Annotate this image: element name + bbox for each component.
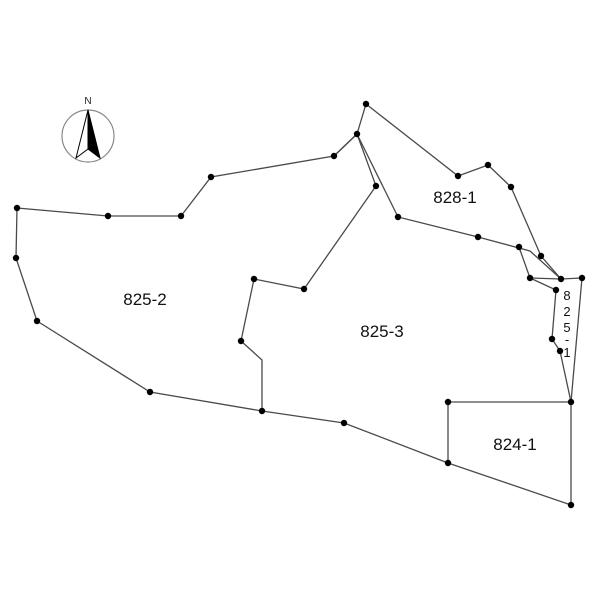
boundary-vertex [146, 388, 154, 396]
parcel-label-825-2: 825-2 [123, 290, 166, 309]
boundary-vertex [353, 130, 361, 138]
boundary-line [16, 102, 583, 280]
boundary-vertex [13, 204, 21, 212]
parcel-label-825-1: 8 2 5 - 1 [563, 288, 570, 360]
boundary-vertex [552, 286, 560, 294]
north-arrow-right-half [87, 109, 101, 160]
parcel-labels: 828-1 825-2 825-3 824-1 8 2 5 - 1 [123, 188, 570, 454]
boundary-vertex [258, 407, 266, 415]
boundary-vertex [444, 459, 452, 467]
boundary-vertex [444, 398, 452, 406]
boundary-vertex [237, 337, 245, 345]
boundary-vertices [12, 100, 586, 509]
parcel-label-828-1: 828-1 [433, 188, 476, 207]
boundary-vertex [454, 172, 462, 180]
boundary-line [518, 246, 572, 403]
boundary-vertex [207, 173, 215, 181]
boundary-vertex [12, 254, 20, 262]
boundary-vertex [507, 183, 515, 191]
boundary-vertex [372, 182, 380, 190]
boundary-vertex [484, 161, 492, 169]
north-label: N [84, 96, 91, 107]
parcel-label-825-1-char: - [565, 332, 569, 347]
parcel-label-825-1-char: 8 [563, 288, 570, 303]
boundary-vertex [567, 398, 575, 406]
boundary-line [15, 207, 572, 506]
north-arrow-left-half [75, 109, 89, 160]
parcel-label-825-1-char: 5 [563, 320, 570, 335]
boundary-vertex [567, 501, 575, 509]
boundary-vertex [177, 212, 185, 220]
boundary-vertex [104, 212, 112, 220]
parcel-label-824-1: 824-1 [493, 435, 536, 454]
boundary-line [240, 132, 377, 411]
parcel-label-825-1-char: 1 [563, 345, 570, 360]
boundary-line [570, 277, 583, 403]
boundary-vertex [515, 243, 523, 251]
boundary-vertex [362, 100, 370, 108]
north-arrow: N [61, 96, 115, 163]
boundary-vertex [330, 152, 338, 160]
boundary-vertex [250, 275, 258, 283]
boundary-vertex [394, 213, 402, 221]
boundary-vertex [33, 317, 41, 325]
boundary-vertex [300, 285, 308, 293]
parcel-label-825-1-char: 2 [563, 304, 570, 319]
boundary-vertex [556, 347, 564, 355]
boundary-vertex [578, 274, 586, 282]
boundary-vertex [340, 419, 348, 427]
boundary-vertex [474, 233, 482, 241]
boundary-vertex [548, 335, 556, 343]
boundary-vertex [526, 274, 534, 282]
boundary-line [529, 277, 562, 280]
boundary-vertex [537, 252, 545, 260]
parcel-label-825-3: 825-3 [360, 322, 403, 341]
boundary-vertex [557, 275, 565, 283]
